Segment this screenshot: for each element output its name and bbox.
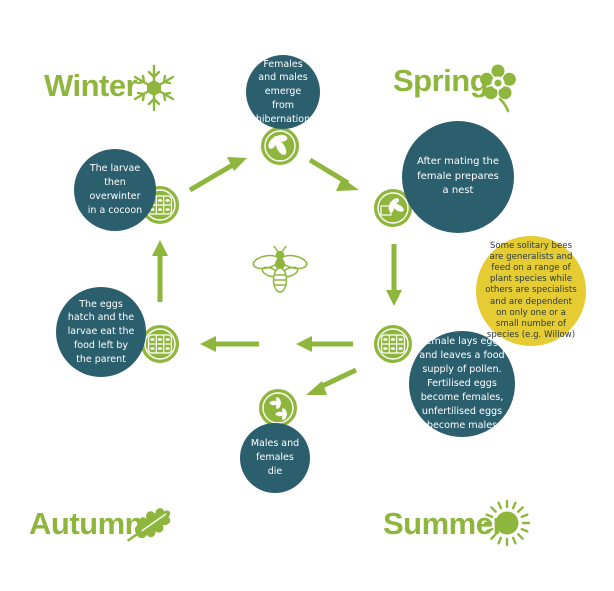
stage-hatch-text: The eggs hatch and the larvae eat the fo… [67,298,135,365]
stage-emerge-text: Females and males emerge from hibernatio… [255,58,311,125]
solitary-bee-note: Some solitary bees are generalists and f… [476,236,586,346]
lays-icon [372,323,414,365]
oak-leaf-icon [127,508,171,542]
stage-lays-bubble: Female lays eggs and leaves a food suppl… [409,331,515,437]
flower-icon [480,64,516,113]
solitary-bee-note-text: Some solitary bees are generalists and f… [485,240,577,341]
cycle-arrows [152,157,402,395]
stage-lays-text: Female lays eggs and leaves a food suppl… [419,336,505,431]
arrow-overwinter-to-emerge [188,157,247,193]
sun-icon [483,499,531,547]
stage-overwinter-bubble: The larvae then overwinter in a cocoon [74,149,156,231]
season-spring: Spring [393,63,489,98]
season-winter: Winter [44,68,138,103]
stage-hatch-bubble: The eggs hatch and the larvae eat the fo… [56,287,146,377]
arrow-emerge-to-nest [308,157,359,191]
hatch-icon [139,323,181,365]
stage-overwinter-text: The larvae then overwinter in a cocoon [87,163,143,216]
arrow-hatch-to-overwinter [152,240,168,302]
arrow-nest-to-lays [386,244,402,306]
stage-emerge-bubble: Females and males emerge from hibernatio… [246,55,320,129]
stage-die-text: Males and females die [250,438,300,477]
stage-die-bubble: Males and females die [240,423,310,493]
snowflake-icon [133,64,175,112]
season-autumn: Autumn [29,506,144,541]
stage-nest-text: After mating the female prepares a nest [416,156,500,197]
season-summer: Summer [383,506,505,541]
arrow-lays-to-die [306,367,358,395]
arrow-lays-to-hatch-1 [296,336,353,352]
bee-icon [252,245,308,293]
die-icon [257,387,299,429]
emerge-icon [259,125,301,167]
stage-nest-bubble: After mating the female prepares a nest [402,121,514,233]
arrow-lays-to-hatch-2 [200,336,259,352]
